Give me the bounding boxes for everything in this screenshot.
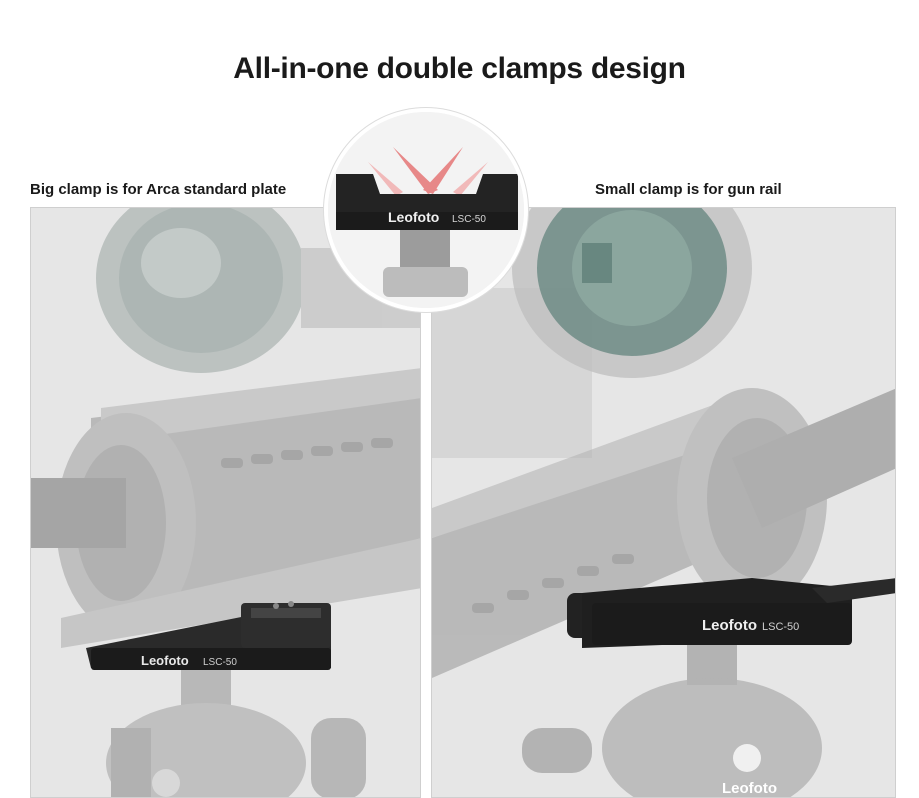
clamp-brand-label: Leofoto (702, 617, 757, 634)
page-title: All-in-one double clamps design (233, 52, 686, 85)
arrow-indicator-icon (368, 147, 488, 196)
ball-head-right: Leofoto (522, 645, 822, 797)
inset-brand-label: Leofoto (388, 209, 439, 225)
gun-rail-clamp: Leofoto LSC-50 (567, 578, 895, 648)
tripod-brand-label: Leofoto (722, 780, 777, 797)
inset-model-label: LSC-50 (452, 214, 486, 225)
clamp-brand-label: Leofoto (141, 653, 189, 668)
clamp-closeup-inset: Leofoto LSC-50 (328, 112, 524, 308)
rifle-rail-right (432, 388, 895, 678)
ball-head-left (106, 670, 366, 797)
scope-lens-right (432, 208, 752, 458)
caption-gun-rail-clamp: Small clamp is for gun rail (595, 181, 782, 198)
left-product-photo: Leofoto LSC-50 (30, 207, 421, 798)
caption-arca-clamp: Big clamp is for Arca standard plate (30, 181, 287, 198)
rifle-rail-left (31, 368, 420, 648)
right-product-photo: Leofoto LSC-50 Leofoto (431, 207, 896, 798)
clamp-model-label: LSC-50 (203, 657, 237, 668)
clamp-model-label: LSC-50 (762, 621, 799, 633)
arca-clamp: Leofoto LSC-50 (86, 601, 331, 670)
